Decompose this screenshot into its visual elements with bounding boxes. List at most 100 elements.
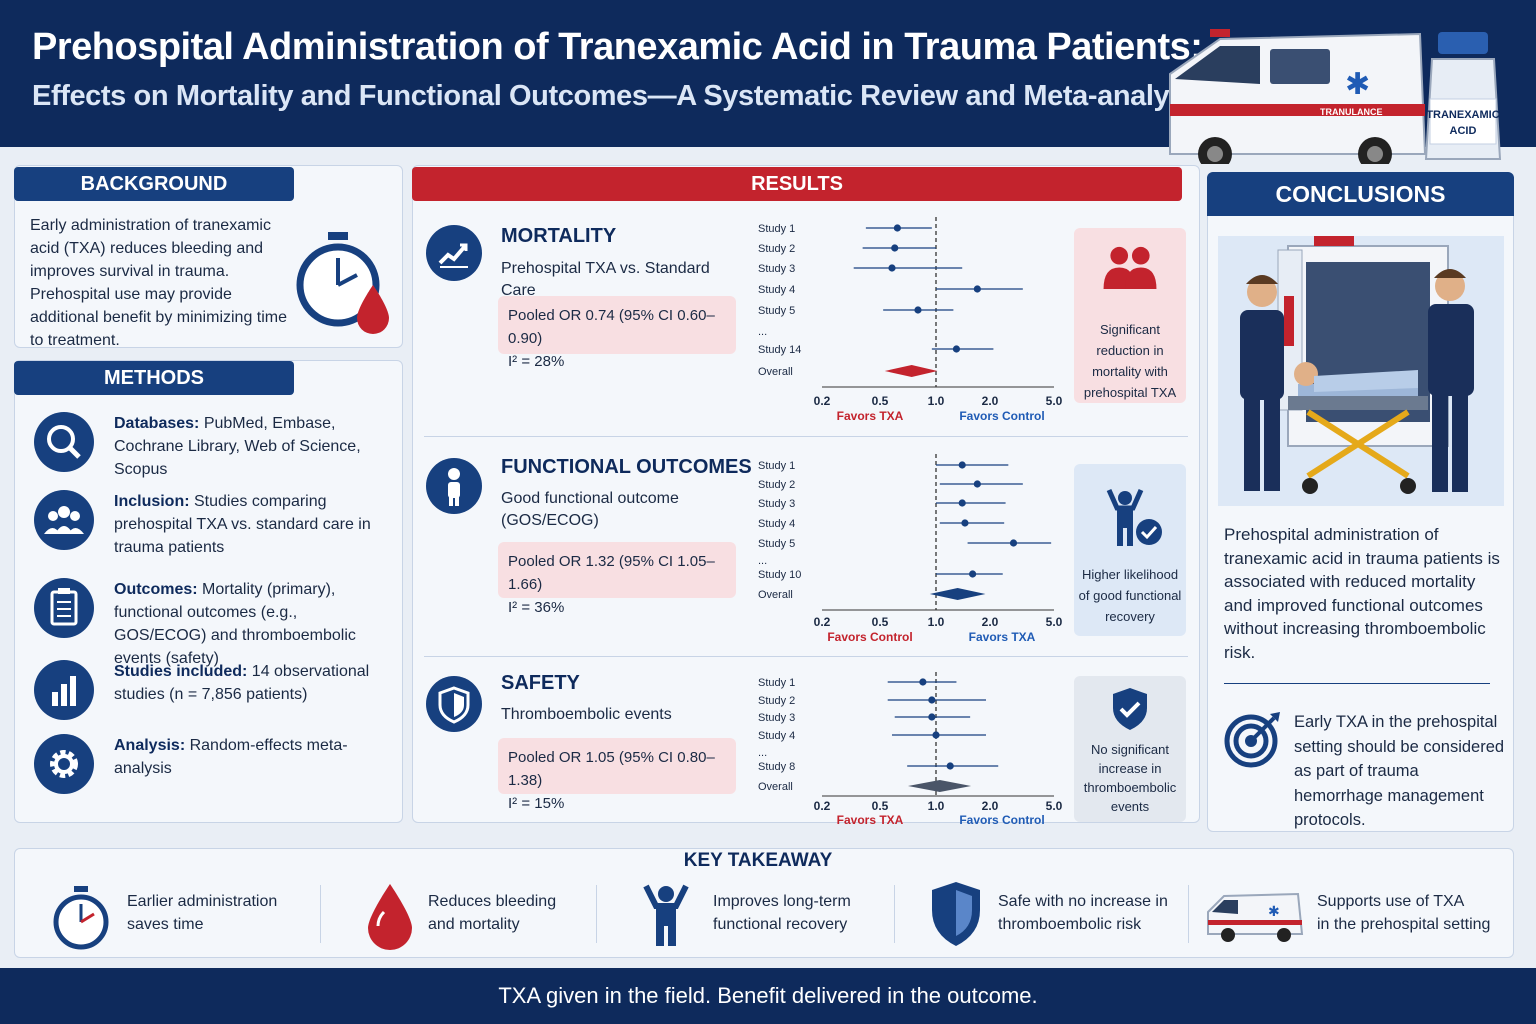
pooled-or: Pooled OR 0.74 (95% CI 0.60–0.90) [508,307,715,347]
tick-label: 2.0 [982,615,999,629]
study-label: Study 4 [758,284,795,296]
favors-left-label: Favors TXA [837,813,904,827]
tick-label: 0.5 [872,394,889,408]
clipboard-icon [34,578,94,638]
mortality-title: MORTALITY [501,225,617,247]
tick-label: 0.2 [814,799,831,813]
tick-label: 1.0 [928,615,945,629]
gear-icon [34,734,94,794]
favors-left-label: Favors TXA [837,409,904,423]
methods-value: Random-effects meta-analysis [114,737,348,777]
svg-text:TRANEXAMIC: TRANEXAMIC [1426,109,1499,121]
methods-value: PubMed, Embase, Cochrane Library, Web of… [114,415,361,478]
study-label: Study 5 [758,538,795,550]
results-divider [424,656,1188,657]
effect-point [958,461,966,469]
effect-point [932,731,940,739]
study-label: Study 1 [758,223,795,235]
svg-text:✱: ✱ [1345,67,1370,102]
study-label: Study 8 [758,761,795,773]
background-text: Early administration of tranexamic acid … [30,217,288,349]
methods-value: Studies comparing prehospital TXA vs. st… [114,493,371,556]
study-label: Study 3 [758,498,795,510]
bar-chart-icon [34,660,94,720]
effect-point [891,244,899,252]
effect-point [928,713,936,721]
effect-point [946,762,954,770]
takeaway-separator [320,885,321,943]
favors-left-label: Favors Control [827,630,912,644]
overall-diamond [884,365,938,377]
tick-label: 2.0 [982,394,999,408]
pooled-or: Pooled OR 1.32 (95% CI 1.05–1.66) [508,553,715,593]
background-heading: BACKGROUND [14,167,294,201]
heterogeneity: I² = 15% [508,795,565,812]
person-icon [426,458,482,514]
methods-label: Inclusion: [114,493,190,510]
safety-pooled-box: Pooled OR 1.05 (95% CI 0.80–1.38) I² = 1… [498,738,736,812]
study-label: Study 2 [758,695,795,707]
study-label: Study 3 [758,263,795,275]
effect-point [952,345,961,353]
paramedics-illustration [1218,236,1504,506]
study-label: Study 2 [758,243,795,255]
takeaway-text: saves time [127,916,204,933]
effect-point [888,264,896,272]
target-icon [1224,712,1280,768]
results-heading: RESULTS [412,167,1182,201]
tick-label: 0.2 [814,615,831,629]
effect-point [914,306,922,314]
functional-side-text: Higher likelihood of good functional rec… [1078,567,1182,624]
study-label: Study 1 [758,677,795,689]
tick-label: 0.5 [872,799,889,813]
page-subtitle: Effects on Mortality and Functional Outc… [32,80,1209,112]
conclusions-divider [1224,683,1490,684]
takeaway-separator [596,885,597,943]
tick-label: 5.0 [1046,799,1063,813]
mortality-side-text: Significant reduction in mortality with … [1083,322,1177,400]
study-label: Study 5 [758,305,795,317]
page-title: Prehospital Administration of Tranexamic… [32,26,1203,68]
methods-value: Mortality (primary), functional outcomes… [114,581,356,667]
takeaway-text: and mortality [428,916,520,933]
ambulance-icon: ✱ [1207,892,1304,942]
heterogeneity: I² = 28% [508,353,565,370]
ambulance-icon: TRANULANCE ✱ [1169,29,1427,164]
pooled-or: Pooled OR 1.05 (95% CI 0.80–1.38) [508,749,715,789]
takeaway-text: thromboembolic risk [998,916,1142,933]
functional-side-box: Higher likelihood of good functional rec… [1074,464,1186,636]
person-cheer-icon [643,884,689,946]
effect-point [973,480,981,488]
overall-label: Overall [758,589,793,601]
overall-label: Overall [758,366,793,378]
takeaway-text: Improves long-term [713,893,851,910]
takeaway-text: Safe with no increase in [998,893,1168,910]
txa-vial-icon: TRANEXAMIC ACID [1424,32,1502,160]
safety-side-box: No significant increase in thromboemboli… [1074,676,1186,822]
effect-point [1009,539,1018,547]
overall-label: Overall [758,781,793,793]
takeaway-text: Supports use of TXA [1317,893,1465,910]
key-takeaway-heading: KEY TAKEAWAY [683,850,833,871]
effect-point [969,570,977,578]
trend-chart-icon [426,225,482,281]
shield-icon [426,676,482,732]
study-label: ... [758,326,767,338]
functional-subtitle: Good functional outcome (GOS/ECOG) [501,490,679,529]
effect-point [958,499,966,507]
favors-right-label: Favors TXA [969,630,1036,644]
study-label: ... [758,747,767,759]
study-label: Study 4 [758,730,795,742]
conclusions-recommendation: Early TXA in the prehospital setting sho… [1294,713,1505,829]
methods-value: 14 observational studies (n = 7,856 pati… [114,663,370,703]
methods-label: Databases: [114,415,200,432]
tick-label: 5.0 [1046,394,1063,408]
conclusions-heading: CONCLUSIONS [1207,172,1514,216]
effect-point [961,519,969,527]
shield-icon [932,882,980,946]
magnifier-icon [34,412,94,472]
